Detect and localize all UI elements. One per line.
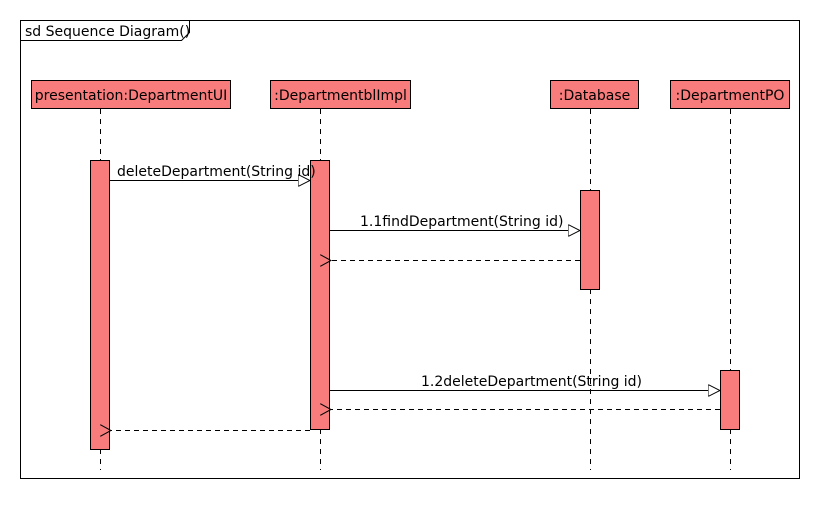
message-delete-department-po: 1.2deleteDepartment(String id) bbox=[330, 374, 720, 391]
message-label: deleteDepartment(String id) bbox=[117, 164, 316, 180]
lifeline-bl: :DepartmentblImpl bbox=[270, 80, 411, 470]
lifeline-head-bl[interactable] bbox=[270, 80, 411, 109]
lifeline-label-ui: presentation:DepartmentUI bbox=[35, 88, 227, 104]
message-delete-department: deleteDepartment(String id) bbox=[110, 164, 316, 181]
activation-ui bbox=[90, 160, 110, 450]
message-label: 1.1findDepartment(String id) bbox=[360, 214, 564, 230]
lifeline-head-db[interactable] bbox=[550, 80, 639, 109]
frame-title: sd Sequence Diagram() bbox=[25, 24, 190, 40]
activation-po bbox=[720, 370, 740, 430]
lifeline-label-po: :DepartmentPO bbox=[676, 88, 785, 104]
activation-bl bbox=[310, 160, 330, 430]
lifeline-head-po[interactable] bbox=[670, 80, 790, 109]
lifeline-label-bl: :DepartmentblImpl bbox=[274, 88, 407, 104]
lifeline-head-ui[interactable] bbox=[31, 80, 231, 109]
lifeline-ui: presentation:DepartmentUI bbox=[31, 80, 231, 470]
activation-db bbox=[580, 190, 600, 290]
message-label: 1.2deleteDepartment(String id) bbox=[421, 374, 642, 390]
lifeline-label-db: :Database bbox=[559, 88, 631, 104]
message-find-department: 1.1findDepartment(String id) bbox=[330, 214, 580, 231]
lifeline-po: :DepartmentPO bbox=[670, 80, 790, 470]
frame-title-tab bbox=[20, 20, 190, 41]
